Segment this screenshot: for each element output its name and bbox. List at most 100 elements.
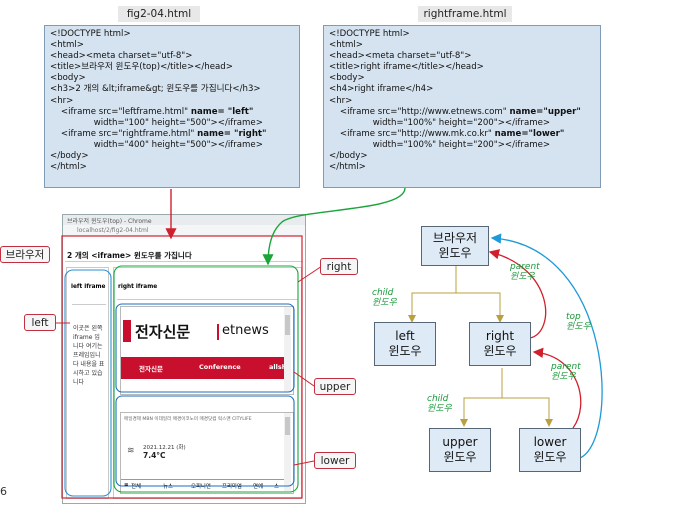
node-lower: lower 윈도우 (519, 428, 581, 472)
node-right-line2: 윈도우 (483, 344, 517, 358)
lower-iframe: 매일경제 MBN 이데일리 매경이코노미 매경닷컴 럭스맨 CITYLIFE ≋… (120, 412, 294, 494)
callout-left: left (24, 314, 56, 331)
edge-root-right (456, 292, 504, 323)
code-line: <!DOCTYPE html> (329, 29, 410, 39)
code-line: <html> (329, 40, 363, 51)
menu-icon[interactable]: ≡ (124, 482, 129, 488)
code-line: <html> (50, 40, 84, 51)
code-line: width="100" height="500"></iframe> (50, 117, 263, 128)
title-bar: 브라우저 윈도우(top) - Chrome (63, 215, 305, 225)
lower-scroll-thumb[interactable] (285, 417, 290, 435)
etnews-logo-mark (123, 320, 131, 342)
code-line: <h3>2 개의 &lt;iframe&gt; 윈도우를 가집니다</h3> (50, 84, 261, 95)
right-iframe: right iframe 전자신문 etnews 전자신문 Conference… (113, 267, 302, 499)
code-line: <body> (50, 73, 86, 84)
code-line: <hr> (50, 95, 74, 106)
label-top: top 윈도우 (566, 312, 591, 332)
code-line: </body> (50, 151, 89, 162)
node-upper: upper 윈도우 (429, 428, 491, 472)
label-parent-2-line1: parent (551, 362, 581, 372)
lower-scrollbar[interactable] (284, 413, 291, 491)
code-line: <body> (329, 73, 365, 84)
etnews-nav-item[interactable]: 전자신문 (139, 365, 163, 373)
label-parent-2-line2: 윈도우 (551, 372, 576, 382)
etnews-nav-item[interactable]: Conference (199, 363, 241, 371)
callout-lower: lower (314, 452, 356, 469)
code-line: width="100%" height="200"></iframe> (329, 139, 551, 150)
callout-browser: 브라우저 (0, 246, 50, 263)
mk-nav-item[interactable]: 연예 (253, 484, 263, 490)
right-iframe-heading: right iframe (118, 284, 158, 290)
code-line: <iframe src="rightframe.html" name= "rig… (50, 128, 267, 139)
label-child-1-line2: 윈도우 (372, 298, 397, 308)
etnews-brand: etnews (222, 323, 269, 338)
page-number: 6 (0, 485, 7, 498)
right-hr (117, 299, 298, 300)
code-line: <h4>right iframe</h4> (329, 84, 434, 95)
label-child-2: child 윈도우 (427, 394, 452, 414)
code-block-fig2-04: <!DOCTYPE html><html><head><meta charset… (44, 25, 300, 188)
page-heading: 2 개의 <iframe> 윈도우를 가집니다 (67, 251, 192, 260)
label-child-1: child 윈도우 (372, 288, 397, 308)
label-child-2-line2: 윈도우 (427, 404, 452, 414)
node-upper-line2: 윈도우 (443, 450, 477, 464)
address-bar[interactable]: localhost/2/fig2-04.html (63, 225, 305, 236)
label-parent-1: parent 윈도우 (510, 262, 540, 282)
mk-date: 2021.12.21 (화) (143, 445, 186, 451)
mk-nav-item[interactable]: 뉴스 (163, 484, 173, 490)
mk-top-links: 매일경제 MBN 이데일리 매경이코노미 매경닷컴 럭스맨 CITYLIFE (124, 417, 252, 422)
code-line: </html> (329, 162, 366, 173)
node-upper-line1: upper (442, 435, 478, 449)
node-browser-line1: 브라우저 (432, 231, 478, 245)
node-lower-line2: 윈도우 (533, 450, 567, 464)
mk-nav-item[interactable]: 전체 (131, 484, 141, 490)
mk-nav-item[interactable]: 프리미엄 (222, 484, 242, 490)
node-lower-line1: lower (533, 435, 567, 449)
file-tab-left: fig2-04.html (118, 6, 200, 22)
code-line: width="100%" height="200"></iframe> (329, 117, 551, 128)
label-parent-2: parent 윈도우 (551, 362, 581, 382)
mk-temp: 7.4°C (143, 451, 166, 460)
code-line: </html> (50, 162, 87, 173)
label-child-1-line1: child (372, 288, 394, 298)
label-parent-1-line1: parent (510, 262, 540, 272)
node-right: right 윈도우 (469, 322, 531, 366)
code-block-rightframe: <!DOCTYPE html><html><head><meta charset… (323, 25, 601, 188)
wind-icon: ≋ (127, 446, 135, 456)
file-tab-right: rightframe.html (418, 6, 512, 22)
callout-upper: upper (314, 378, 356, 395)
upper-scroll-thumb[interactable] (285, 315, 290, 335)
edge-root-left (408, 264, 457, 323)
left-iframe-heading: left iframe (71, 284, 106, 290)
window-title: 브라우저 윈도우(top) - Chrome (67, 218, 152, 225)
code-line: <iframe src="http://www.etnews.com" name… (329, 106, 581, 117)
upper-iframe: 전자신문 etnews 전자신문 Conference allshow (120, 306, 294, 395)
node-browser-line2: 윈도우 (438, 246, 472, 260)
callout-right: right (320, 258, 358, 275)
left-iframe: left iframe 이곳은 왼쪽 iframe 입니다 여기는 프레임입니다… (66, 267, 109, 499)
label-child-2-line1: child (427, 394, 449, 404)
upper-scrollbar[interactable] (284, 307, 291, 392)
mk-nav-item[interactable]: 오피니언 (191, 484, 211, 490)
code-line: <title>right iframe</title></head> (329, 62, 484, 73)
code-line: <head><meta charset="utf-8"> (329, 51, 472, 62)
address-text: localhost/2/fig2-04.html (77, 227, 149, 234)
mk-nav-item[interactable]: 스 (274, 484, 279, 490)
code-line: <hr> (329, 95, 353, 106)
browser-screenshot: 브라우저 윈도우(top) - Chrome localhost/2/fig2-… (62, 214, 306, 504)
etnews-logo: 전자신문 (135, 323, 191, 341)
etnews-nav-bar: 전자신문 Conference allshow (121, 357, 293, 379)
node-left-line2: 윈도우 (388, 344, 422, 358)
label-top-line1: top (566, 312, 581, 322)
mk-nav: ≡ 전체 뉴스 오피니언 프리미엄 연예 스 (121, 479, 286, 490)
code-line: width="400" height="500"></iframe> (50, 139, 263, 150)
left-iframe-text: 이곳은 왼쪽 iframe 입니다 여기는 프레임입니다 내용을 표시하고 있습… (73, 325, 105, 386)
code-line: <!DOCTYPE html> (50, 29, 131, 39)
code-line: </body> (329, 151, 368, 162)
edge-right-upper (460, 368, 503, 427)
etnews-logo-divider (217, 324, 219, 340)
node-left-line1: left (395, 329, 415, 343)
node-left: left 윈도우 (374, 322, 436, 366)
node-browser: 브라우저 윈도우 (421, 226, 489, 266)
left-hr (72, 304, 106, 305)
